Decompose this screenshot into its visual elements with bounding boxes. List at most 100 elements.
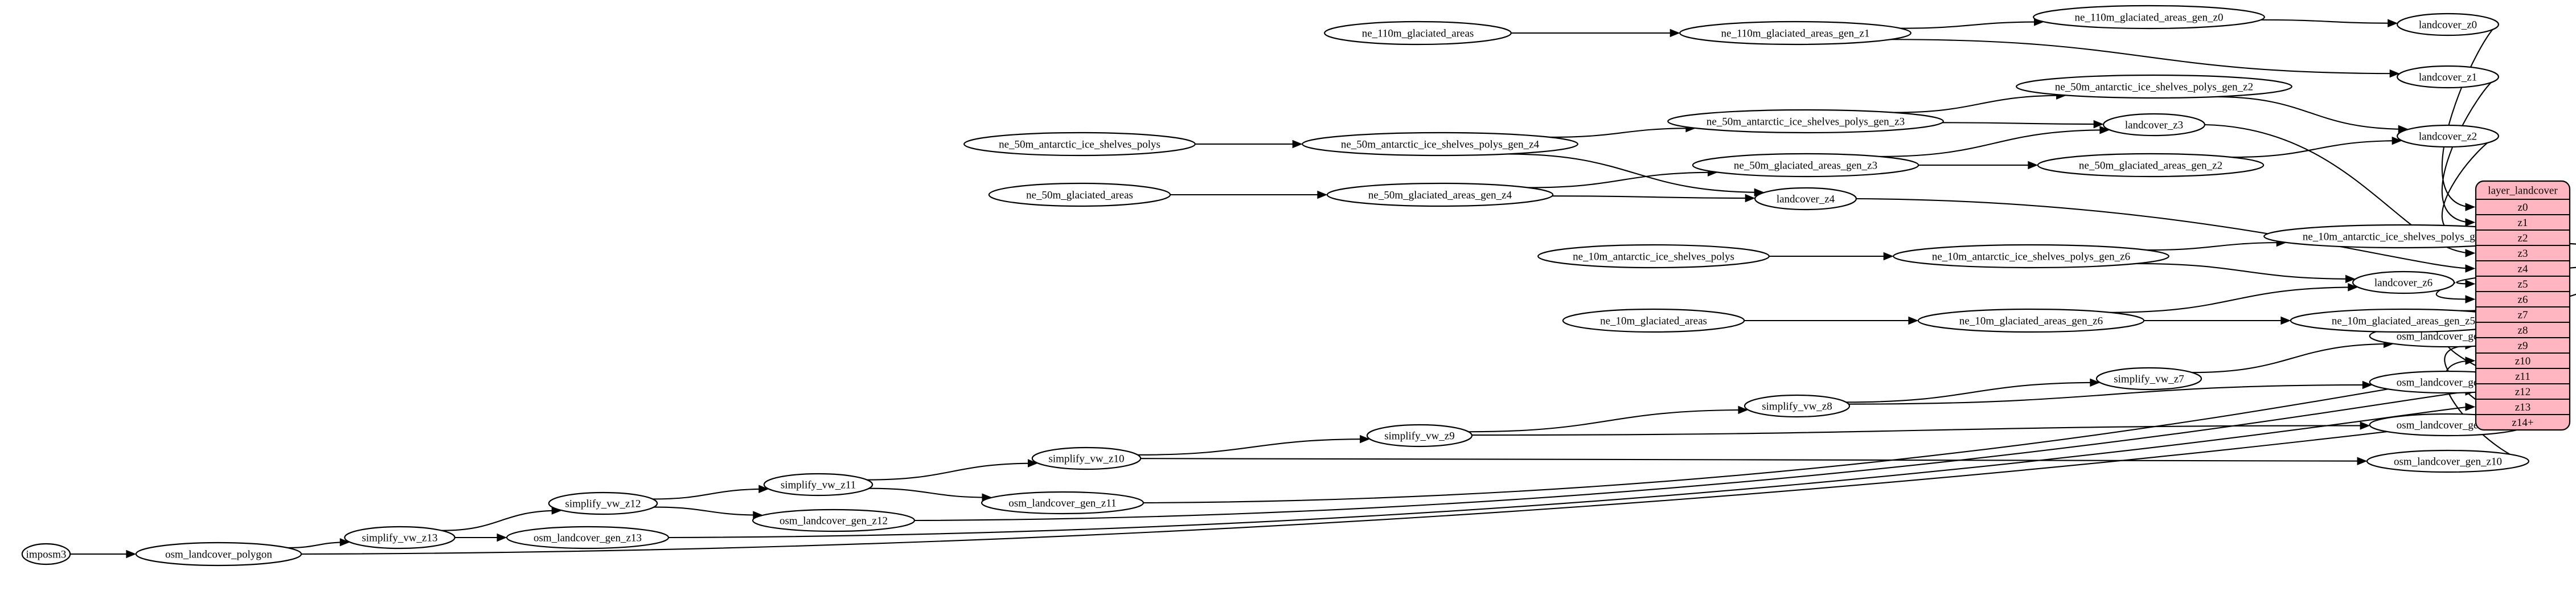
node-ellipse	[1302, 132, 1578, 157]
edge-arrowhead	[1028, 459, 1038, 468]
graph-edge	[1138, 438, 1369, 456]
edge-arrowhead	[2465, 203, 2476, 211]
node-ellipse	[2102, 113, 2206, 137]
graph-edge	[1900, 21, 2043, 29]
graph-edge	[1893, 95, 2065, 113]
graph-node-landcover_z4[interactable]: landcover_z4	[1754, 187, 1857, 211]
edge-arrowhead	[2348, 283, 2358, 292]
graph-node-ne_50m_antarctic_ice_shelves_polys_gen_z4[interactable]: ne_50m_antarctic_ice_shelves_polys_gen_z…	[1302, 132, 1578, 157]
graph-node-ne_10m_antarctic_ice_shelves_polys_gen_z6[interactable]: ne_10m_antarctic_ice_shelves_polys_gen_z…	[1893, 244, 2169, 269]
edge-arrowhead	[2465, 218, 2476, 227]
graph-node-osm_landcover_gen_z11[interactable]: osm_landcover_gen_z11	[981, 491, 1145, 515]
node-ellipse	[548, 491, 658, 515]
graph-node-ne_110m_glaciated_areas_gen_z0[interactable]: ne_110m_glaciated_areas_gen_z0	[2033, 5, 2265, 30]
graph-node-simplify_vw_z9[interactable]: simplify_vw_z9	[1366, 424, 1473, 448]
edge-arrowhead	[2028, 161, 2038, 170]
edge-arrowhead	[1883, 252, 1894, 261]
edge-arrowhead	[2388, 19, 2398, 28]
edge-arrowhead	[2389, 69, 2400, 78]
node-ellipse	[963, 132, 1196, 157]
graph-edge	[1846, 382, 2099, 403]
graph-edge	[2441, 76, 2499, 223]
graph-node-simplify_vw_z8[interactable]: simplify_vw_z8	[1744, 394, 1851, 418]
edge-arrowhead	[2280, 316, 2291, 325]
graph-edge	[1141, 458, 2366, 462]
edge-arrowhead	[2093, 120, 2104, 129]
edge-arrowhead	[2392, 136, 2402, 145]
graph-node-ne_50m_glaciated_areas_gen_z4[interactable]: ne_50m_glaciated_areas_gen_z4	[1326, 182, 1554, 207]
graph-node-ne_50m_glaciated_areas_gen_z2[interactable]: ne_50m_glaciated_areas_gen_z2	[2037, 153, 2265, 178]
nodes-layer: imposm3 osm_landcover_polygon simplify_vw_…	[21, 5, 2540, 567]
graph-edge	[2261, 19, 2397, 24]
node-ellipse	[135, 542, 302, 567]
graph-node-osm_landcover_gen_z13[interactable]: osm_landcover_gen_z13	[506, 526, 670, 550]
graph-node-ne_110m_glaciated_areas_gen_z1[interactable]: ne_110m_glaciated_areas_gen_z1	[1679, 20, 1912, 46]
graph-edge	[1469, 409, 1747, 433]
graph-edge	[869, 487, 991, 498]
graph-edge	[653, 488, 768, 500]
graph-edge	[914, 391, 2470, 522]
node-ellipse	[2095, 367, 2202, 391]
edges-layer	[70, 18, 2576, 559]
edge-arrowhead	[2360, 421, 2370, 430]
graph-node-simplify_vw_z12[interactable]: simplify_vw_z12	[548, 491, 658, 515]
node-ellipse	[2352, 270, 2455, 294]
edge-arrowhead	[1738, 405, 1749, 415]
node-ellipse	[1537, 244, 1770, 269]
node-ellipse	[1031, 446, 1142, 470]
graph-node-osm_landcover_gen_z10[interactable]: osm_landcover_gen_z10	[2366, 449, 2530, 473]
graph-edge	[2136, 263, 2355, 280]
node-ellipse	[763, 473, 873, 497]
graph-node-ne_50m_glaciated_areas[interactable]: ne_50m_glaciated_areas	[988, 182, 1171, 207]
graph-edge	[2110, 286, 2357, 313]
graph-node-ne_50m_antarctic_ice_shelves_polys_gen_z2[interactable]: ne_50m_antarctic_ice_shelves_polys_gen_z…	[2016, 74, 2292, 99]
node-ellipse	[1679, 20, 1912, 46]
graph-node-landcover_z2[interactable]: landcover_z2	[2396, 124, 2500, 148]
graph-edge	[1471, 425, 2369, 436]
graph-node-ne_50m_antarctic_ice_shelves_polys_gen_z3[interactable]: ne_50m_antarctic_ice_shelves_polys_gen_z…	[1667, 109, 1944, 134]
edge-arrowhead	[2345, 274, 2356, 284]
edge-arrowhead	[758, 485, 769, 494]
edge-arrowhead	[1317, 190, 1328, 199]
graph-edge	[1552, 195, 1754, 199]
edge-arrowhead	[497, 533, 507, 542]
edge-arrowhead	[2465, 356, 2476, 365]
graph-edge	[287, 542, 349, 549]
graph-edge	[301, 421, 2470, 555]
graph-node-ne_50m_glaciated_areas_gen_z3[interactable]: ne_50m_glaciated_areas_gen_z3	[1692, 153, 1919, 178]
graph-node-ne_10m_antarctic_ice_shelves_polys[interactable]: ne_10m_antarctic_ice_shelves_polys	[1537, 244, 1770, 269]
graph-node-landcover_z1[interactable]: landcover_z1	[2396, 65, 2500, 89]
graph-edge	[1942, 122, 2103, 125]
graph-node-simplify_vw_z11[interactable]: simplify_vw_z11	[763, 473, 873, 497]
node-ellipse	[2033, 5, 2265, 30]
table-body	[2475, 180, 2571, 431]
graph-node-simplify_vw_z7[interactable]: simplify_vw_z7	[2095, 367, 2202, 391]
graph-edge	[2192, 343, 2393, 374]
graph-edge	[654, 506, 762, 516]
graph-node-osm_landcover_gen_z12[interactable]: osm_landcover_gen_z12	[752, 509, 916, 532]
node-ellipse	[506, 526, 670, 550]
graph-node-ne_110m_glaciated_areas[interactable]: ne_110m_glaciated_areas	[1324, 20, 1512, 46]
edge-arrowhead	[2099, 126, 2110, 134]
node-ellipse	[2037, 153, 2265, 178]
node-ellipse	[344, 526, 456, 550]
graph-node-landcover_z0[interactable]: landcover_z0	[2396, 13, 2500, 36]
graph-edge	[1856, 198, 2470, 269]
graph-node-ne_10m_glaciated_areas_gen_z6[interactable]: ne_10m_glaciated_areas_gen_z6	[1917, 308, 2145, 333]
graph-node-simplify_vw_z13[interactable]: simplify_vw_z13	[344, 526, 456, 550]
graph-node-osm_landcover_polygon[interactable]: osm_landcover_polygon	[135, 542, 302, 567]
graph-node-ne_10m_glaciated_areas[interactable]: ne_10m_glaciated_areas	[1562, 308, 1745, 333]
graph-edge	[2146, 241, 2286, 251]
graph-node-landcover_z6[interactable]: landcover_z6	[2352, 270, 2455, 294]
graph-edge	[1848, 384, 2372, 405]
node-ellipse	[2396, 65, 2500, 89]
graph-node-ne_50m_antarctic_ice_shelves_polys[interactable]: ne_50m_antarctic_ice_shelves_polys	[963, 132, 1196, 157]
graph-node-imposm3[interactable]: imposm3	[21, 543, 71, 565]
edge-arrowhead	[2362, 380, 2373, 389]
edge-arrowhead	[339, 538, 350, 547]
graph-node-landcover_z3[interactable]: landcover_z3	[2102, 113, 2206, 137]
graph-node-simplify_vw_z10[interactable]: simplify_vw_z10	[1031, 446, 1142, 470]
graph-edge	[2232, 140, 2401, 158]
